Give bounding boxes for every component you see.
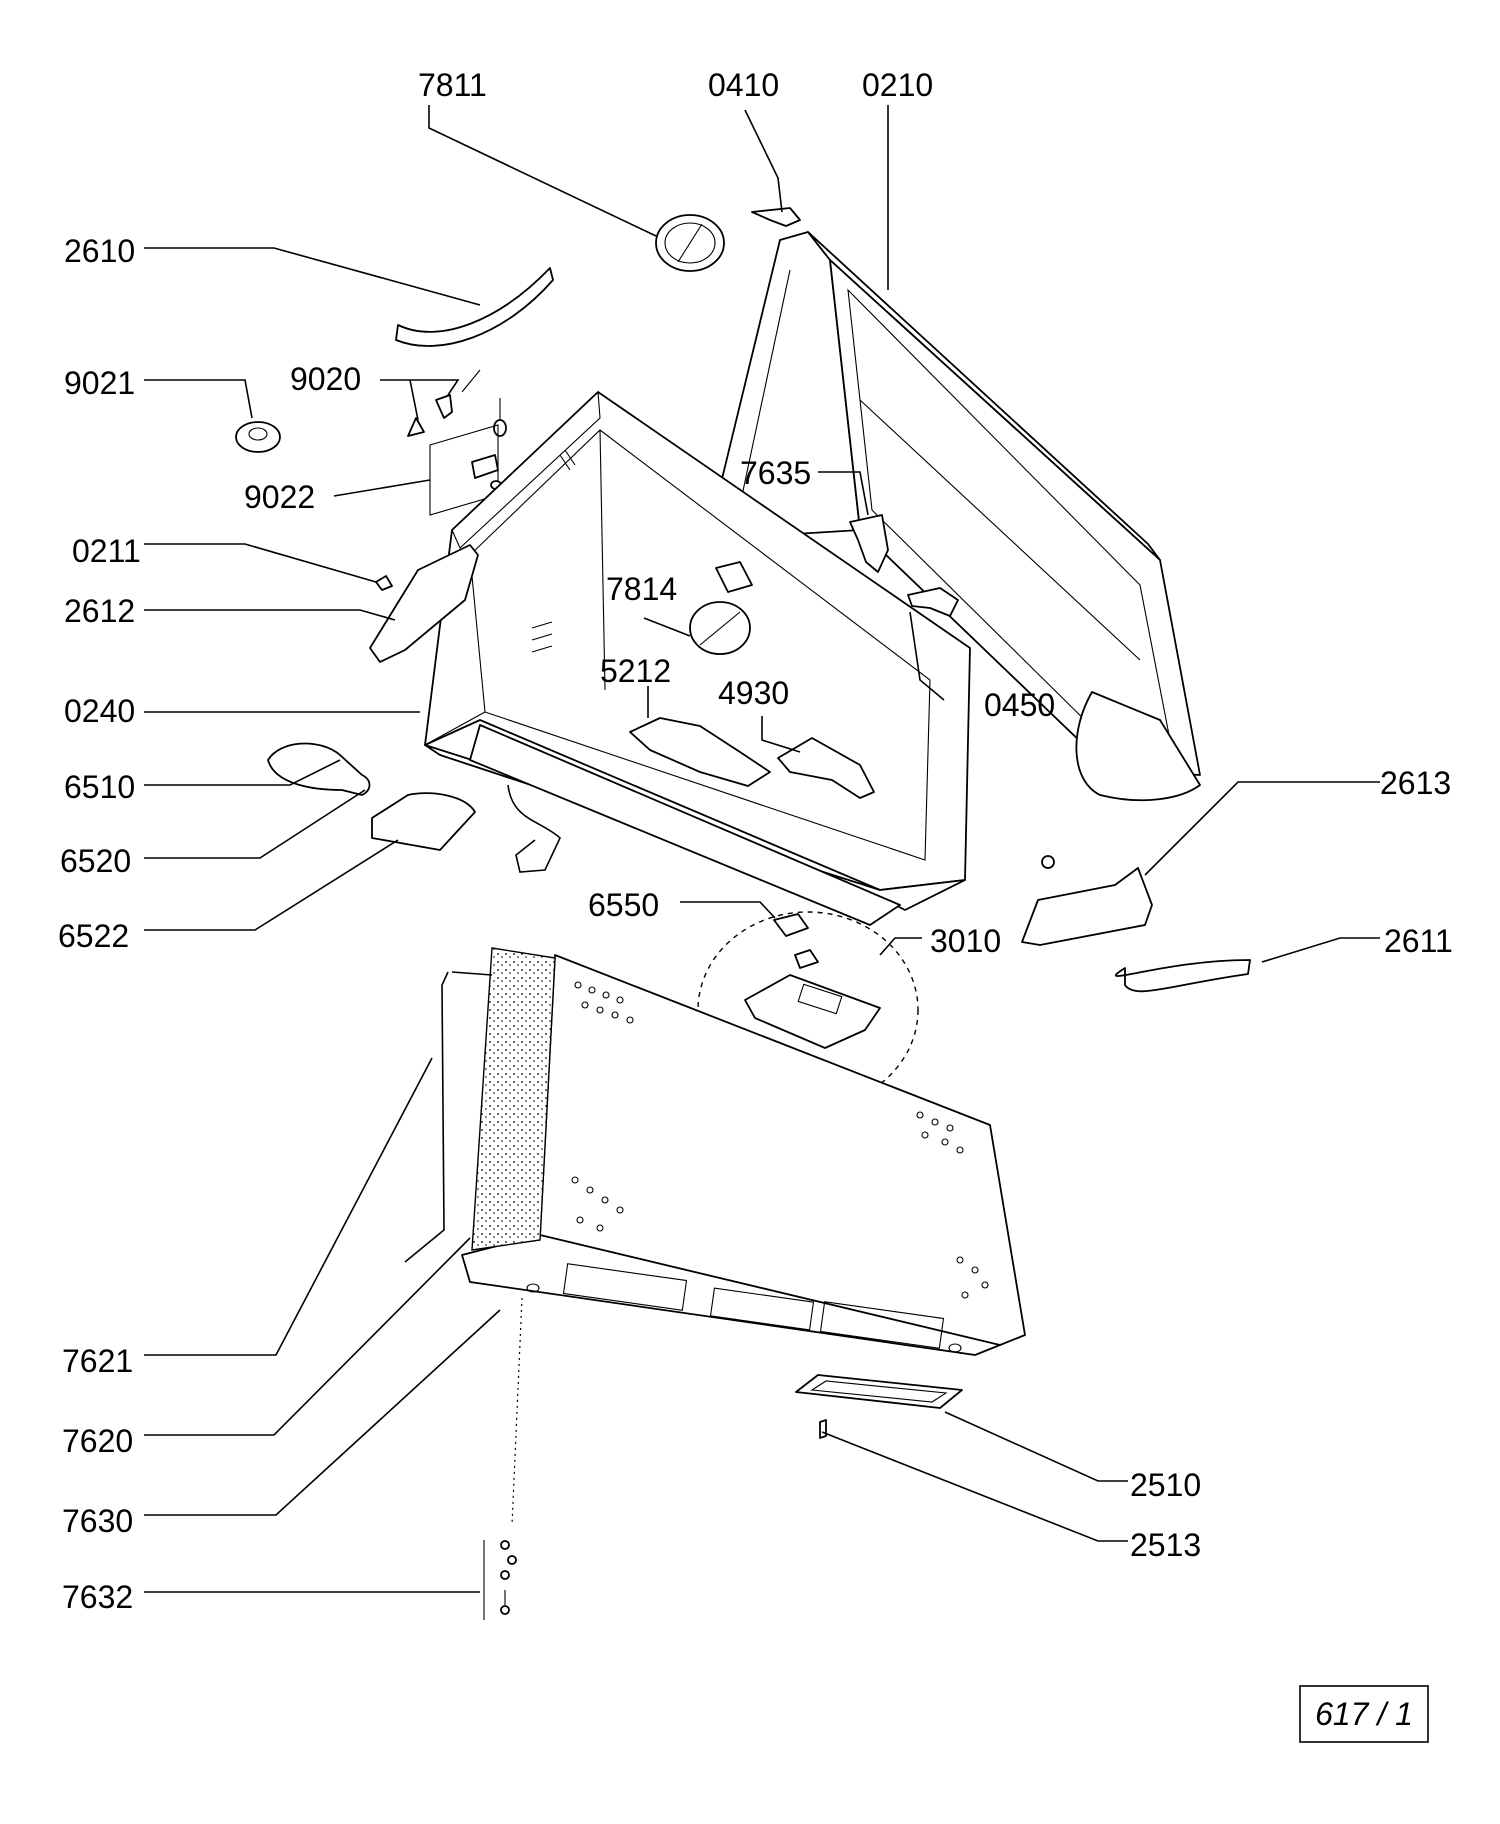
part-2611-curved-strip (1115, 959, 1251, 993)
part-6510-lamp-bulb (267, 742, 371, 796)
label-9020: 9020 (290, 361, 361, 397)
part-7814-fan-outlet (689, 561, 753, 655)
label-6550: 6550 (588, 887, 659, 923)
page-reference: 617 / 1 (1299, 1685, 1429, 1743)
label-7814: 7814 (606, 571, 677, 607)
part-7635-bracket (849, 514, 889, 573)
label-2612: 2612 (64, 593, 135, 629)
leader-lines (144, 105, 1380, 1593)
part-labels: 7811 0410 0210 2610 9021 9020 9022 7635 … (58, 67, 1453, 1615)
label-6510: 6510 (64, 769, 135, 805)
part-2513-screw (819, 1419, 827, 1439)
part-7620-grease-filter (471, 947, 556, 1251)
power-cord (507, 784, 561, 873)
label-9022: 9022 (244, 479, 315, 515)
part-7632-screw-set (483, 1540, 517, 1620)
part-7630-axis (511, 1297, 523, 1526)
part-4930-bracket (777, 737, 875, 799)
part-0210-chimney-canopy (711, 231, 1201, 802)
label-7632: 7632 (62, 1579, 133, 1615)
part-lower-hood-body (461, 954, 1026, 1356)
label-2513: 2513 (1130, 1527, 1201, 1563)
label-9021: 9021 (64, 365, 135, 401)
vent-holes (571, 981, 989, 1299)
label-0240: 0240 (64, 693, 135, 729)
part-9021-knob (235, 421, 281, 453)
label-5212: 5212 (600, 653, 671, 689)
label-6520: 6520 (60, 843, 131, 879)
label-4930: 4930 (718, 675, 789, 711)
part-2613-side-piece (1021, 867, 1153, 946)
part-2510-cover-plate (795, 1374, 963, 1409)
part-7621-rod (404, 971, 449, 1263)
label-0210: 0210 (862, 67, 933, 103)
label-7635: 7635 (740, 455, 811, 491)
part-5212-plate (629, 717, 771, 787)
label-3010: 3010 (930, 923, 1001, 959)
label-7621: 7621 (62, 1343, 133, 1379)
part-7811-ring-connector (655, 214, 725, 272)
part-0410-clip (751, 207, 801, 227)
label-7811: 7811 (418, 67, 487, 103)
parts-drawing (235, 207, 1251, 1620)
label-0410: 0410 (708, 67, 779, 103)
label-0450: 0450 (984, 687, 1055, 723)
label-2611: 2611 (1384, 923, 1453, 959)
part-6550-switch-knob (773, 913, 809, 937)
part-0450-clip (907, 587, 959, 617)
part-6522-lamp-cover (371, 792, 476, 851)
label-2610: 2610 (64, 233, 135, 269)
part-2612-side-piece (369, 544, 479, 663)
part-9020-fittings (407, 369, 507, 437)
label-0211: 0211 (72, 533, 141, 569)
label-2510: 2510 (1130, 1467, 1201, 1503)
part-0211-fastener (375, 575, 393, 591)
part-2613-fastener (1041, 855, 1055, 869)
label-7630: 7630 (62, 1503, 133, 1539)
label-6522: 6522 (58, 918, 129, 954)
label-2613: 2613 (1380, 765, 1451, 801)
part-2610-curved-strip (395, 267, 554, 347)
label-7620: 7620 (62, 1423, 133, 1459)
page-reference-text: 617 / 1 (1315, 1696, 1413, 1732)
